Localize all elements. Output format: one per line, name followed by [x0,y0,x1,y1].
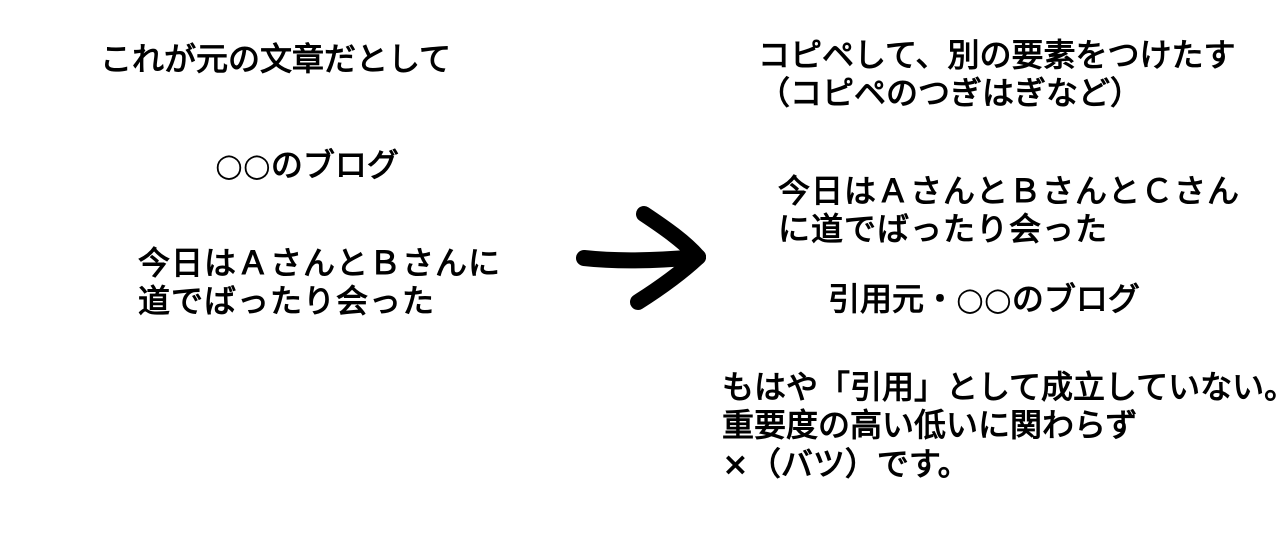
verdict-line-1: もはや「引用」として成立していない。 [722,368,1280,406]
copied-body: 今日はＡさんとＢさんとＣさん に道でばったり会った [778,172,1240,249]
verdict-note: もはや「引用」として成立していない。 重要度の高い低いに関わらず ×（バツ）です… [722,368,1280,483]
original-body: 今日はＡさんとＢさんに 道でばったり会った [138,244,501,321]
original-body-line-2: 道でばったり会った [138,282,436,321]
copied-body-line-1: 今日はＡさんとＢさんとＣさん [778,172,1241,210]
verdict-line-2: 重要度の高い低いに関わらず [722,406,1138,445]
copied-heading-line-2: （コピペのつぎはぎなど） [758,74,1143,113]
original-body-line-1: 今日はＡさんとＢさんに [138,244,502,282]
original-blog-name: ○○のブログ [215,146,399,184]
verdict-line-3: ×（バツ）です。 [722,444,970,483]
copied-body-line-2: に道でばったり会った [778,210,1109,249]
copied-text-heading: コピペして、別の要素をつけたす （コピペのつぎはぎなど） [758,36,1235,113]
citation-line: 引用元・○○のブログ [828,280,1140,318]
original-text-heading: これが元の文章だとして [100,40,452,78]
copied-heading-line-1: コピペして、別の要素をつけたす [758,36,1236,74]
right-arrow-icon [576,206,706,310]
